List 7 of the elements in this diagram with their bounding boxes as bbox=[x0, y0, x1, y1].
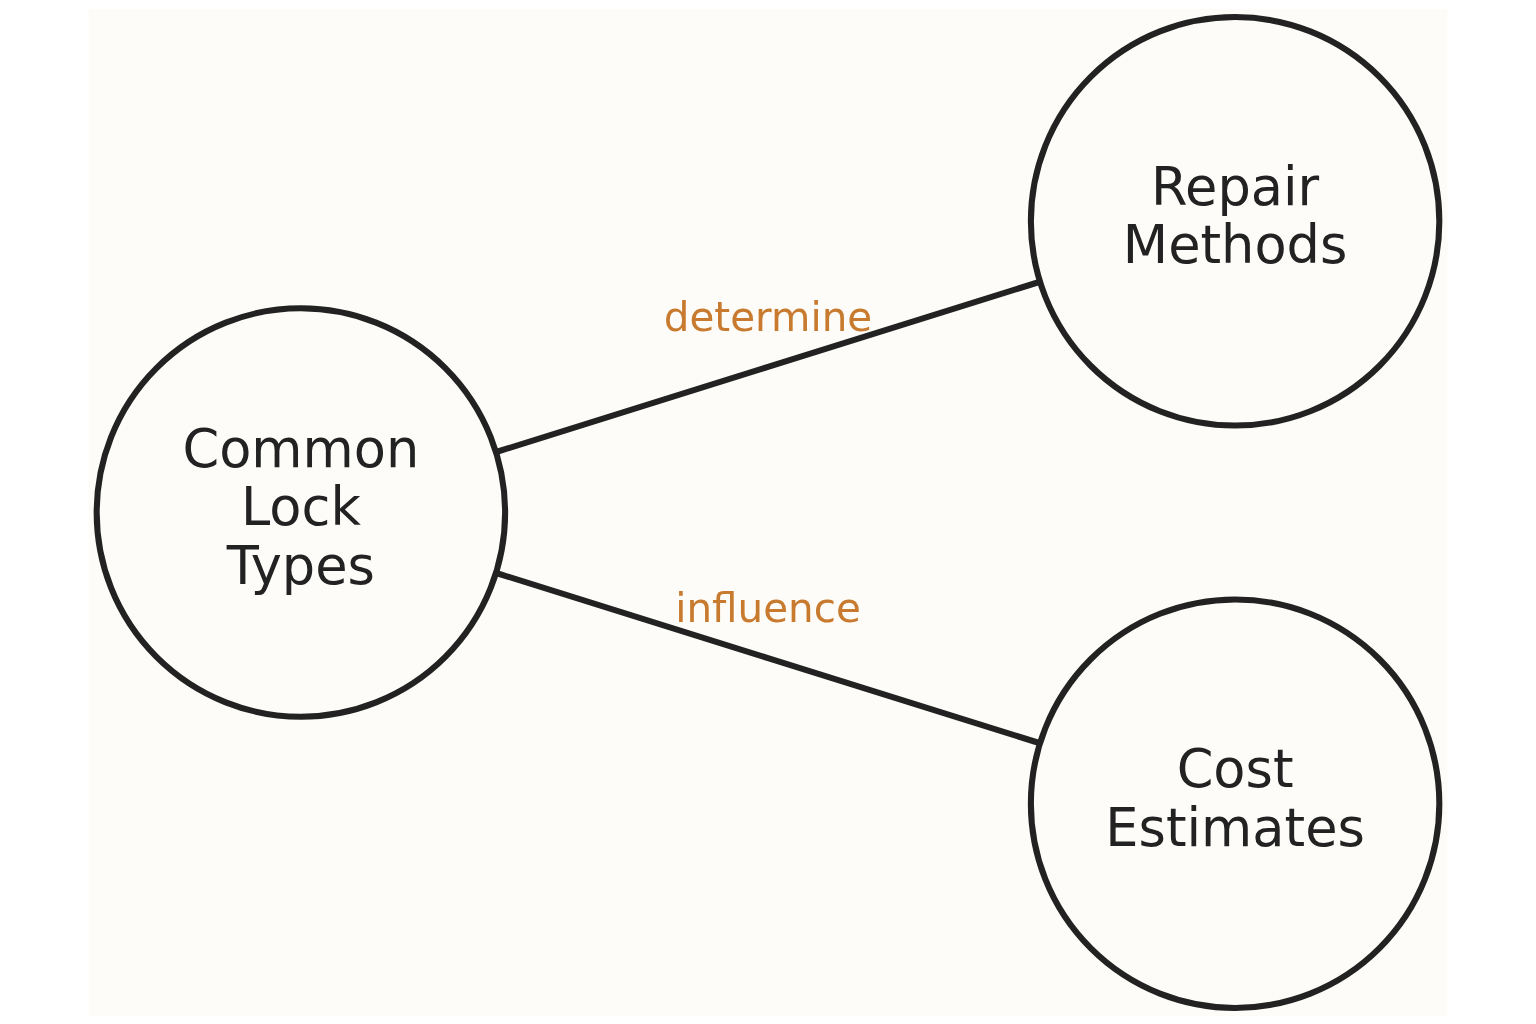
connector bbox=[495, 278, 1041, 455]
node-circle: Repair Methods bbox=[1027, 13, 1443, 429]
connector bbox=[495, 569, 1041, 746]
node-circle: Cost Estimates bbox=[1027, 595, 1443, 1011]
edge-label: influence bbox=[675, 583, 861, 632]
edge-label: determine bbox=[663, 292, 873, 341]
node-circle: Common Lock Types bbox=[93, 304, 509, 720]
